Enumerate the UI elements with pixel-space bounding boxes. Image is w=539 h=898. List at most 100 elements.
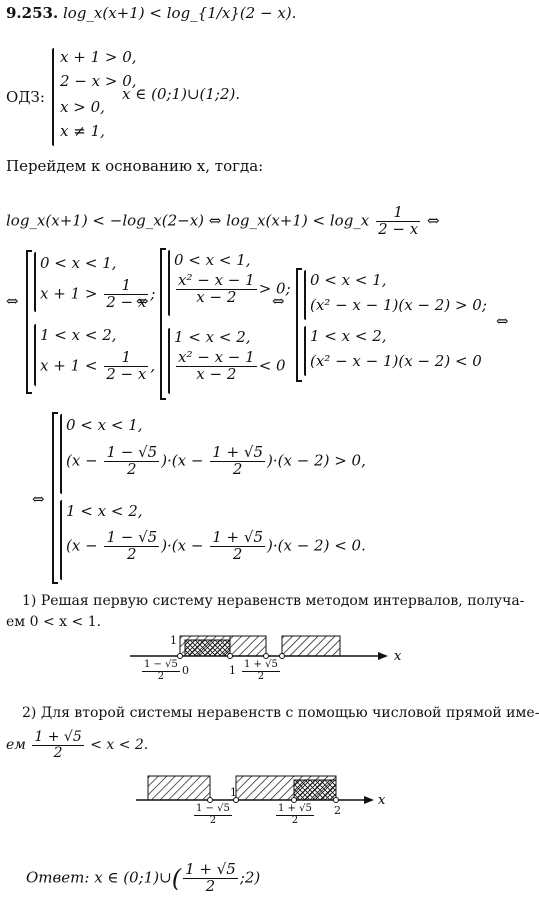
para2-frac: 1 + √5 2 [32, 730, 84, 761]
axis1-x-label: x [394, 649, 402, 664]
block2-sys1-frac-b: 1 + √5 2 [210, 444, 265, 478]
block2-arrow: ⇔ [32, 490, 45, 508]
block2-sys2-a-num: 1 − √5 [104, 528, 160, 547]
block2-sys1-line2: (x − 1 − √5 2 )·(x − 1 + √5 2 )·(x − 2) … [66, 443, 366, 478]
block2-sys2-frac-a: 1 − √5 2 [104, 528, 160, 563]
block1-arrow: ⇔ [6, 292, 19, 310]
block1-brace-b2 [168, 328, 170, 394]
block1-c-sys2-line1: 1 < x < 2, [310, 327, 387, 345]
problem-number: 9.253. [6, 4, 59, 22]
block1-a-sys2-frac: 1 2 − x [104, 349, 149, 383]
block2-sys1-a-num: 1 − √5 [104, 443, 160, 462]
block1-brace-c1 [304, 270, 306, 320]
step1-lhs: log_x(x+1) < −log_x(2−x) ⇔ log_x(x+1) < … [6, 211, 370, 230]
block1-b-sys2-tail: < 0 [258, 356, 286, 375]
block1-a-sys2-line2: x + 1 < 1 2 − x , [40, 349, 156, 383]
block2-sys1-line1: 0 < x < 1, [66, 416, 143, 434]
block1-arrow3: ⇔ [272, 292, 285, 310]
block1-bracket-a [26, 250, 32, 394]
odz-label: ОДЗ: [6, 88, 45, 106]
answer-frac: 1 + √5 2 [183, 861, 238, 895]
block1-b-sys1-frac: x² − x − 1 x − 2 [176, 272, 257, 306]
block2-sys1-frac-a: 1 − √5 2 [104, 443, 160, 478]
block2-sys2-line1: 1 < x < 2, [66, 502, 143, 520]
block1-brace-b1 [168, 250, 170, 316]
para2-line2: ем 1 + √5 2 < x < 2. [6, 730, 148, 760]
axis2-x-label: x [378, 793, 386, 808]
axis2-point-4 [333, 797, 339, 803]
odz-brace [52, 48, 54, 146]
block1-bracket-b [160, 248, 166, 400]
axis2-hatch-1 [147, 775, 211, 801]
block1-a-sys1-tail: ; [150, 284, 156, 303]
block2-sys2-line2: (x − 1 − √5 2 )·(x − 1 + √5 2 )·(x − 2) … [66, 528, 366, 563]
block1-arrow4: ⇔ [496, 312, 509, 330]
odz-result: x ∈ (0;1)∪(1;2). [122, 85, 241, 103]
block2-sys2-frac-b: 1 + √5 2 [210, 529, 265, 563]
axis1-point-3 [263, 653, 269, 659]
block2-sys2-b-den: 2 [232, 544, 243, 563]
block2-sys1-a: (x − [66, 451, 98, 470]
block1-b-sys1-den: x − 2 [196, 287, 237, 306]
step1-frac-den: 2 − x [378, 219, 419, 238]
block1-a-sys2-den: 2 − x [106, 364, 147, 383]
para2-den: 2 [53, 744, 63, 761]
step1-line: log_x(x+1) < −log_x(2−x) ⇔ log_x(x+1) < … [6, 204, 440, 238]
axis2-cross-hatch [293, 779, 337, 801]
axis2-frac-2-den: 2 [291, 814, 299, 826]
axis1-arrowhead [378, 652, 388, 660]
block1-brace-a1 [34, 252, 36, 312]
block2-sys1-tail: )·(x − 2) > 0, [267, 451, 366, 470]
block1-a-sys2-tail: , [150, 356, 156, 375]
block1-b-sys1-line2: x² − x − 1 x − 2 > 0; [174, 272, 291, 306]
block2-sys1-a-den: 2 [127, 459, 137, 478]
block1-a-sys2-num: 1 [104, 349, 149, 367]
block1-c-sys1-line2: (x² − x − 1)(x − 2) > 0; [310, 296, 487, 314]
block1-c-sys1-line1: 0 < x < 1, [310, 271, 387, 289]
axis2-point-2 [233, 797, 239, 803]
block1-b-sys2-frac: x² − x − 1 x − 2 [176, 349, 257, 383]
axis2-arrowhead [364, 796, 374, 804]
step1-fraction: 1 2 − x [376, 204, 421, 238]
block1-a-sys1-line2: x + 1 > 1 2 − x ; [40, 277, 156, 311]
block1-b-sys2-den: x − 2 [196, 364, 237, 383]
number-line-2: x [136, 775, 386, 808]
block1-a-sys2-lhs: x + 1 < [40, 356, 98, 375]
para1-line1: 1) Решая первую систему неравенств метод… [22, 593, 525, 609]
axis1-point-2 [227, 653, 233, 659]
answer-den: 2 [205, 876, 216, 895]
step1-frac-num: 1 [376, 204, 421, 222]
number-line-1: x [130, 635, 402, 664]
block1-arrow2: ⇔ [136, 292, 149, 310]
block1-a-sys2-line1: 1 < x < 2, [40, 326, 117, 344]
odz-condition-3: x > 0, [60, 98, 105, 116]
axis2-one: 1 [230, 786, 237, 799]
block1-a-sys1-lhs: x + 1 > [40, 284, 98, 303]
block1-brace-a2 [34, 324, 36, 386]
block1-brace-c2 [304, 326, 306, 376]
axis1-hatch-2 [229, 635, 267, 657]
block2-sys2-tail: )·(x − 2) < 0. [267, 536, 366, 555]
axis2-point-3 [291, 797, 297, 803]
block1-c-sys2-line2: (x² − x − 1)(x − 2) < 0 [310, 352, 482, 370]
answer-line: Ответ: x ∈ (0;1)∪( 1 + √5 2 ;2) [26, 861, 261, 895]
block2-sys1-b: )·(x − [161, 451, 204, 470]
block1-a-sys1-frac: 1 2 − x [104, 277, 149, 311]
answer-tail: ;2) [239, 868, 261, 887]
step1-tail: ⇔ [426, 211, 440, 230]
block1-a-sys1-num: 1 [104, 277, 149, 295]
para1-line2: ем 0 < x < 1. [6, 614, 102, 630]
block1-bracket-c [296, 268, 302, 382]
block1-a-sys1-den: 2 − x [106, 292, 147, 311]
axis2-frac-1-den: 2 [209, 814, 217, 826]
block2-sys2-b: )·(x − [161, 536, 204, 555]
axis1-one: 1 [229, 664, 236, 677]
odz-condition-4: x ≠ 1, [60, 122, 105, 140]
axis1-frac-1-num: 1 − √5 [142, 659, 180, 672]
axis1-point-4 [279, 653, 285, 659]
block2-sys2-a: (x − [66, 536, 98, 555]
block2-brace2 [60, 500, 62, 580]
block2-brace1 [60, 414, 62, 494]
